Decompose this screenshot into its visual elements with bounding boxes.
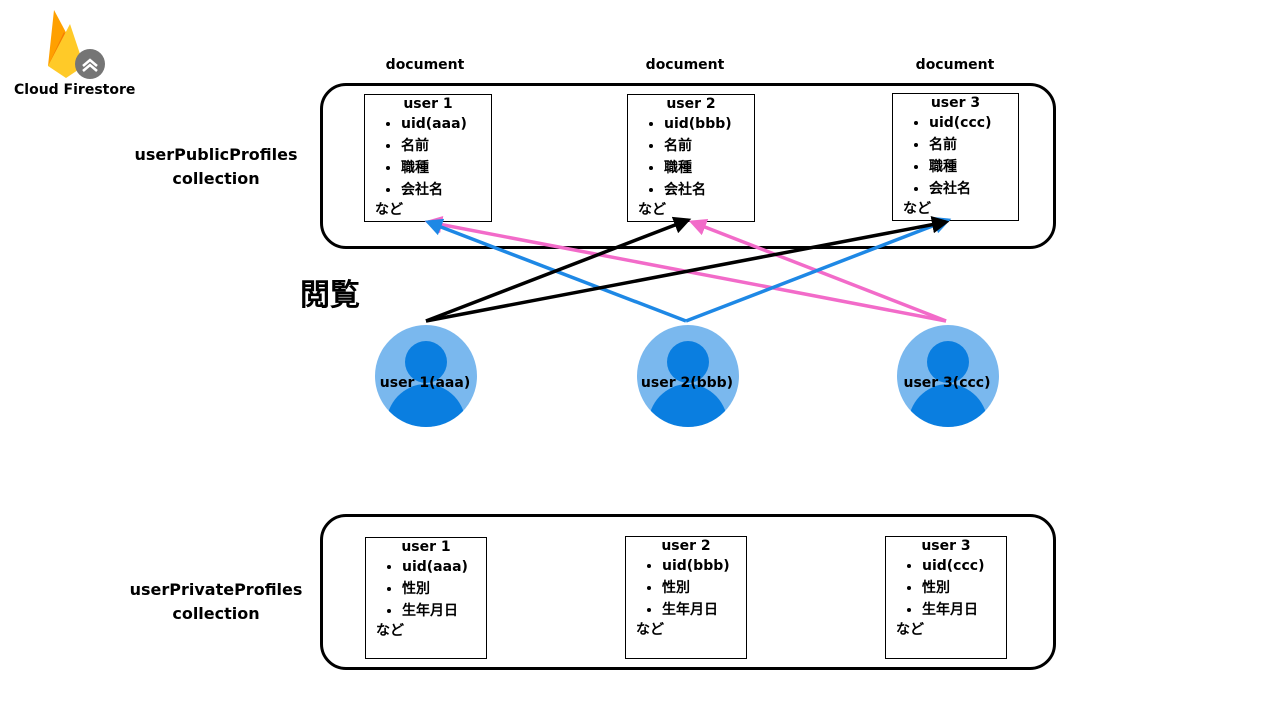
card-item: uid(bbb) — [662, 555, 746, 577]
card-title: user 2 — [661, 538, 711, 554]
card-item: 会社名 — [929, 178, 1018, 200]
private-collection-word: collection — [172, 604, 260, 623]
card-etc: など — [376, 623, 404, 639]
document-label-1: document — [385, 57, 465, 73]
card-item: 会社名 — [401, 179, 491, 201]
user-avatar-icon-3 — [897, 325, 999, 427]
card-item: 会社名 — [664, 179, 754, 201]
public-collection-word: collection — [172, 169, 260, 188]
private-collection-box — [320, 514, 1056, 670]
card-title: user 3 — [921, 538, 971, 554]
card-item: uid(ccc) — [929, 112, 1018, 134]
card-item: 名前 — [664, 135, 754, 157]
user-label-3: user 3(ccc) — [903, 375, 991, 391]
document-label-2: document — [645, 57, 725, 73]
user-label-2: user 2(bbb) — [640, 375, 734, 391]
card-etc: など — [636, 622, 664, 638]
card-item: uid(bbb) — [664, 113, 754, 135]
card-item: 名前 — [401, 135, 491, 157]
card-item: 性別 — [402, 578, 486, 600]
public-card-user-3: user 3 uid(ccc) 名前 職種 会社名 など — [892, 93, 1019, 221]
card-etc: など — [896, 622, 924, 638]
user-avatar-icon-1 — [375, 325, 477, 427]
public-collection-label: userPublicProfiles collection — [116, 143, 316, 191]
card-item: 生年月日 — [922, 599, 1006, 621]
document-label-3: document — [915, 57, 995, 73]
card-item: 性別 — [922, 577, 1006, 599]
card-etc: など — [638, 202, 666, 218]
card-item: 性別 — [662, 577, 746, 599]
card-title: user 1 — [401, 539, 451, 555]
card-title: user 3 — [930, 95, 981, 111]
private-card-user-3: user 3 uid(ccc) 性別 生年月日 など — [885, 536, 1007, 659]
card-title: user 2 — [666, 96, 716, 112]
public-card-user-2: user 2 uid(bbb) 名前 職種 会社名 など — [627, 94, 755, 222]
card-etc: など — [903, 201, 931, 217]
card-item: uid(aaa) — [402, 556, 486, 578]
card-etc: など — [375, 202, 403, 218]
card-item: 職種 — [664, 157, 754, 179]
card-item: 生年月日 — [402, 600, 486, 622]
public-collection-name: userPublicProfiles — [134, 145, 298, 164]
user-label-1: user 1(aaa) — [379, 375, 471, 391]
private-card-user-2: user 2 uid(bbb) 性別 生年月日 など — [625, 536, 747, 659]
card-item: 生年月日 — [662, 599, 746, 621]
user-avatar-icon-2 — [637, 325, 739, 427]
logo-text: Cloud Firestore — [14, 82, 136, 98]
card-item: uid(aaa) — [401, 113, 491, 135]
card-item: 職種 — [929, 156, 1018, 178]
private-collection-name: userPrivateProfiles — [129, 580, 303, 599]
public-card-user-1: user 1 uid(aaa) 名前 職種 会社名 など — [364, 94, 492, 222]
card-item: uid(ccc) — [922, 555, 1006, 577]
view-label: 閲覧 — [300, 278, 360, 313]
private-collection-label: userPrivateProfiles collection — [116, 578, 316, 626]
card-item: 職種 — [401, 157, 491, 179]
firebase-flame-icon — [48, 10, 105, 79]
card-item: 名前 — [929, 134, 1018, 156]
private-card-user-1: user 1 uid(aaa) 性別 生年月日 など — [365, 537, 487, 659]
card-title: user 1 — [403, 96, 453, 112]
